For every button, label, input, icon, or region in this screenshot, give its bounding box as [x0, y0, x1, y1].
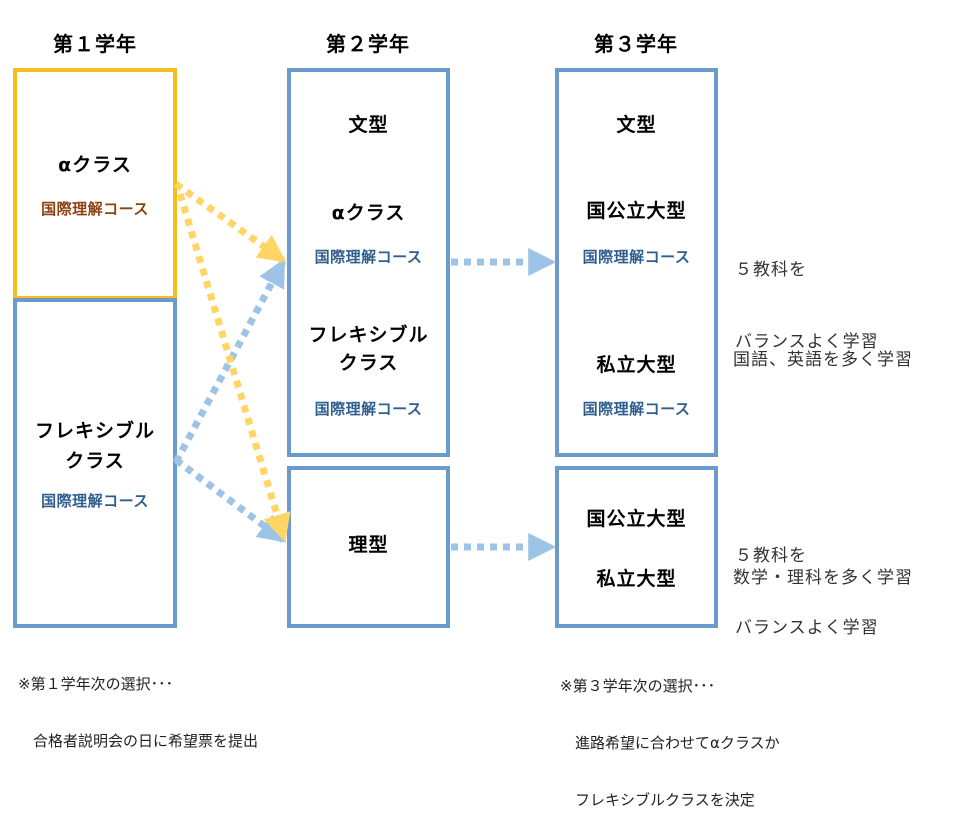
- bunkei-heading: 文型: [348, 114, 389, 136]
- year2-header: 第２学年: [326, 32, 410, 56]
- footnote-line: ※第１学年次の選択･･･: [18, 675, 174, 693]
- arrow-flex-to-rikei: [173, 457, 287, 543]
- private-univ-label: 私立大型: [596, 354, 677, 376]
- footnote-line: フレキシブルクラスを決定: [560, 791, 755, 809]
- year3-rikei-box: 国公立大型 私立大型: [555, 466, 718, 628]
- alpha-class-label: αクラス: [331, 202, 406, 224]
- note-line: ５教科を: [735, 546, 807, 566]
- flex-class-label-line2: クラス: [338, 352, 399, 374]
- arrow-flex-to-bunkei: [172, 258, 287, 464]
- year1-header: 第１学年: [53, 32, 137, 56]
- flex-class-label-line1: フレキシブル: [308, 324, 429, 346]
- arrow-alpha-to-rikei: [176, 192, 291, 543]
- national-univ-label: 国公立大型: [586, 200, 687, 222]
- intl-course-label: 国際理解コース: [582, 400, 691, 418]
- note-bunkei-national: ５教科を バランスよく学習: [735, 210, 879, 378]
- year2-bunkei-box: 文型 αクラス 国際理解コース フレキシブル クラス 国際理解コース: [287, 68, 450, 457]
- note-bunkei-private: 国語、英語を多く学習: [733, 350, 913, 370]
- intl-course-label: 国際理解コース: [41, 200, 149, 218]
- footnote-line: 合格者説明会の日に希望票を提出: [18, 732, 259, 750]
- alpha-class-label: αクラス: [58, 154, 132, 176]
- footnote-year1: ※第１学年次の選択･･･ 合格者説明会の日に希望票を提出: [18, 637, 258, 770]
- intl-course-label: 国際理解コース: [314, 400, 423, 418]
- note-rikei-private: 数学・理科を多く学習: [733, 568, 913, 588]
- footnote-line: ※第３学年次の選択･･･: [560, 677, 716, 695]
- intl-course-label: 国際理解コース: [582, 248, 691, 266]
- rikei-heading: 理型: [348, 534, 389, 556]
- note-rikei-national: ５教科を バランスよく学習: [735, 496, 879, 664]
- year3-bunkei-box: 文型 国公立大型 国際理解コース 私立大型 国際理解コース: [555, 68, 718, 457]
- national-univ-label: 国公立大型: [586, 508, 687, 530]
- flex-class-label-line1: フレキシブル: [34, 420, 155, 442]
- note-line: バランスよく学習: [735, 332, 879, 352]
- year1-flex-box: フレキシブル クラス 国際理解コース: [13, 298, 177, 628]
- arrow-alpha-to-bunkei: [173, 181, 287, 263]
- bunkei-heading: 文型: [616, 114, 657, 136]
- note-line: ５教科を: [735, 260, 807, 280]
- intl-course-label: 国際理解コース: [314, 248, 423, 266]
- intl-course-label: 国際理解コース: [41, 492, 149, 510]
- year2-rikei-box: 理型: [287, 466, 450, 628]
- year1-alpha-box: αクラス 国際理解コース: [13, 68, 177, 300]
- footnote-line: 進路希望に合わせてαクラスか: [560, 734, 780, 752]
- flex-class-label-line2: クラス: [65, 450, 125, 472]
- footnote-year3: ※第３学年次の選択･･･ 進路希望に合わせてαクラスか フレキシブルクラスを決定: [560, 639, 780, 829]
- private-univ-label: 私立大型: [596, 568, 677, 590]
- year3-header: 第３学年: [594, 32, 678, 56]
- note-line: バランスよく学習: [735, 618, 879, 638]
